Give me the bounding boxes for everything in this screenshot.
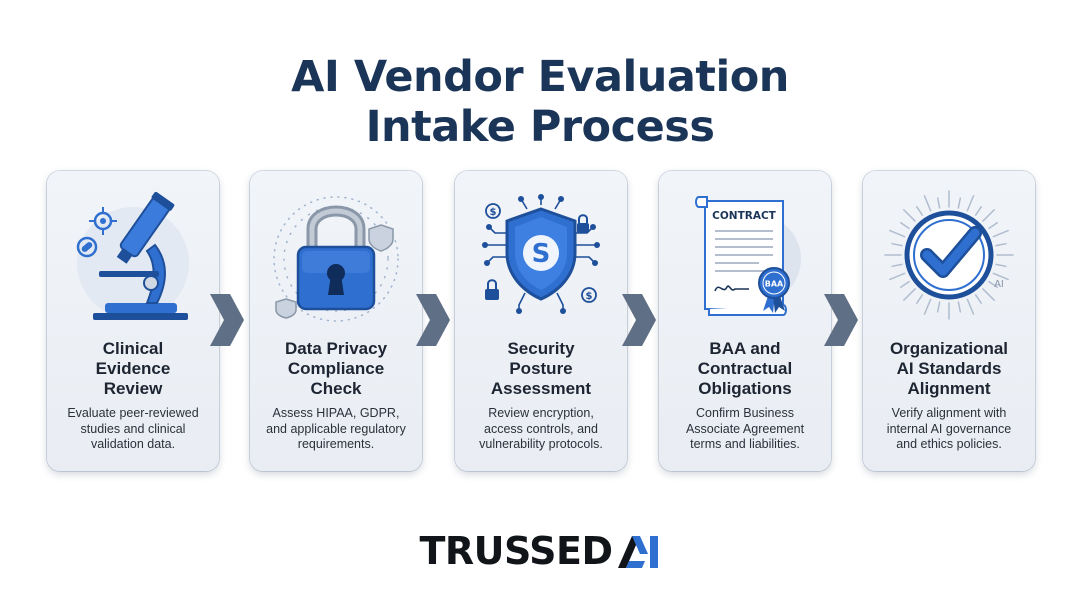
step-card-security-posture: S $ $ Security Posture Assessment Review…	[455, 171, 627, 471]
step-card-clinical-evidence: Clinical Evidence Review Evaluate peer-r…	[47, 171, 219, 471]
badge-ray	[916, 206, 924, 216]
shield-icon: S $ $	[455, 183, 627, 333]
step-title-line: Check	[310, 379, 362, 398]
chevron-right-icon	[206, 290, 246, 350]
step-title: Data Privacy Compliance Check	[256, 339, 416, 399]
step-description: Review encryption, access controls, and …	[463, 406, 619, 453]
contract-heading: CONTRACT	[712, 210, 776, 222]
title-line-1: AI Vendor Evaluation	[291, 52, 789, 102]
step-title-line: AI Standards	[896, 359, 1002, 378]
step-title-line: Posture	[509, 359, 573, 378]
ai-monogram-icon	[617, 536, 658, 568]
step-title-line: Organizational	[889, 339, 1009, 358]
chevron-right-icon	[618, 290, 658, 350]
badge-ray	[966, 195, 975, 212]
svg-text:$: $	[490, 207, 497, 218]
step-description-line: terms and liabilities.	[690, 437, 800, 451]
step-card-baa-contractual: CONTRACT BAA BAA and Cont	[659, 171, 831, 471]
badge-ray	[966, 298, 975, 315]
step-description-line: Associate Agreement	[685, 421, 805, 436]
step-description-line: Verify alignment with	[891, 406, 1007, 420]
badge-ray	[992, 272, 1009, 281]
badge-ray	[900, 280, 910, 288]
badge-ray	[988, 280, 998, 288]
step-card-ai-standards: AI Organizational AI Standards Alignment…	[863, 171, 1035, 471]
step-description-line: requirements.	[297, 437, 375, 451]
step-title-line: Compliance	[287, 359, 385, 378]
step-description-line: Confirm Business	[696, 406, 794, 420]
step-description-line: Review encryption,	[488, 406, 594, 420]
step-card-data-privacy: Data Privacy Compliance Check Assess HIP…	[250, 171, 422, 471]
step-title-line: Data Privacy	[284, 339, 388, 358]
seal-label: BAA	[765, 280, 784, 289]
badge-ray	[900, 222, 910, 230]
step-description: Confirm Business Associate Agreement ter…	[667, 406, 823, 453]
badge-ray	[995, 263, 1007, 268]
chevron-right-icon	[412, 290, 452, 350]
step-title: Organizational AI Standards Alignment	[869, 339, 1029, 399]
step-title-line: Evidence	[95, 359, 171, 378]
badge-ray	[982, 288, 996, 302]
step-description-line: Evaluate peer-reviewed	[67, 406, 199, 420]
step-title-line: Security	[507, 339, 575, 358]
step-title-line: Clinical	[102, 339, 164, 358]
step-description-line: and applicable regulatory	[266, 421, 406, 436]
contract-icon: CONTRACT BAA	[659, 183, 831, 333]
svg-text:S: S	[532, 239, 551, 269]
step-description-line: internal AI governance	[886, 421, 1012, 436]
badge-ray	[902, 288, 916, 302]
badge-ray	[936, 301, 941, 313]
badge-ray	[923, 195, 932, 212]
step-title-line: Review	[103, 379, 163, 398]
step-description: Evaluate peer-reviewed studies and clini…	[55, 406, 211, 453]
step-description: Verify alignment with internal AI govern…	[871, 406, 1027, 453]
step-title-line: Contractual	[697, 359, 793, 378]
step-description-line: vulnerability protocols.	[479, 437, 603, 451]
step-title: Security Posture Assessment	[461, 339, 621, 399]
badge-ray	[902, 208, 916, 222]
step-description-line: access controls, and	[484, 421, 598, 436]
badge-ray	[992, 229, 1009, 238]
step-title: BAA and Contractual Obligations	[665, 339, 825, 399]
title-line-2: Intake Process	[365, 102, 715, 152]
badge-ray	[974, 294, 982, 304]
ai-label: AI	[994, 279, 1004, 290]
badge-ray	[891, 263, 903, 268]
step-description: Assess HIPAA, GDPR, and applicable regul…	[258, 406, 414, 453]
step-description-line: and ethics policies.	[896, 437, 1002, 451]
step-title: Clinical Evidence Review	[53, 339, 213, 399]
step-title-line: Obligations	[698, 379, 792, 398]
step-title-line: Assessment	[490, 379, 592, 398]
checkmark-badge-icon: AI	[863, 183, 1035, 333]
badge-ray	[957, 301, 962, 313]
brand-logo: TRUSSED	[0, 528, 1080, 574]
padlock-icon	[250, 183, 422, 333]
step-description-line: Assess HIPAA, GDPR,	[272, 406, 400, 420]
badge-ray	[988, 222, 998, 230]
badge-ray	[923, 298, 932, 315]
page-title: AI Vendor Evaluation Intake Process	[0, 52, 1080, 152]
svg-text:$: $	[586, 291, 593, 302]
badge-ray	[995, 242, 1007, 247]
badge-ray	[936, 197, 941, 209]
badge-ray	[982, 208, 996, 222]
badge-ray	[891, 242, 903, 247]
badge-ray	[889, 229, 906, 238]
step-description-line: validation data.	[90, 437, 176, 451]
step-title-line: BAA and	[709, 339, 781, 358]
logo-wordmark: TRUSSED	[419, 529, 613, 573]
badge-ray	[957, 197, 962, 209]
step-description-line: studies and clinical	[80, 421, 186, 436]
step-title-line: Alignment	[907, 379, 991, 398]
badge-ray	[974, 206, 982, 216]
chevron-right-icon	[820, 290, 860, 350]
microscope-icon	[47, 183, 219, 333]
badge-ray	[916, 294, 924, 304]
badge-ray	[889, 272, 906, 281]
